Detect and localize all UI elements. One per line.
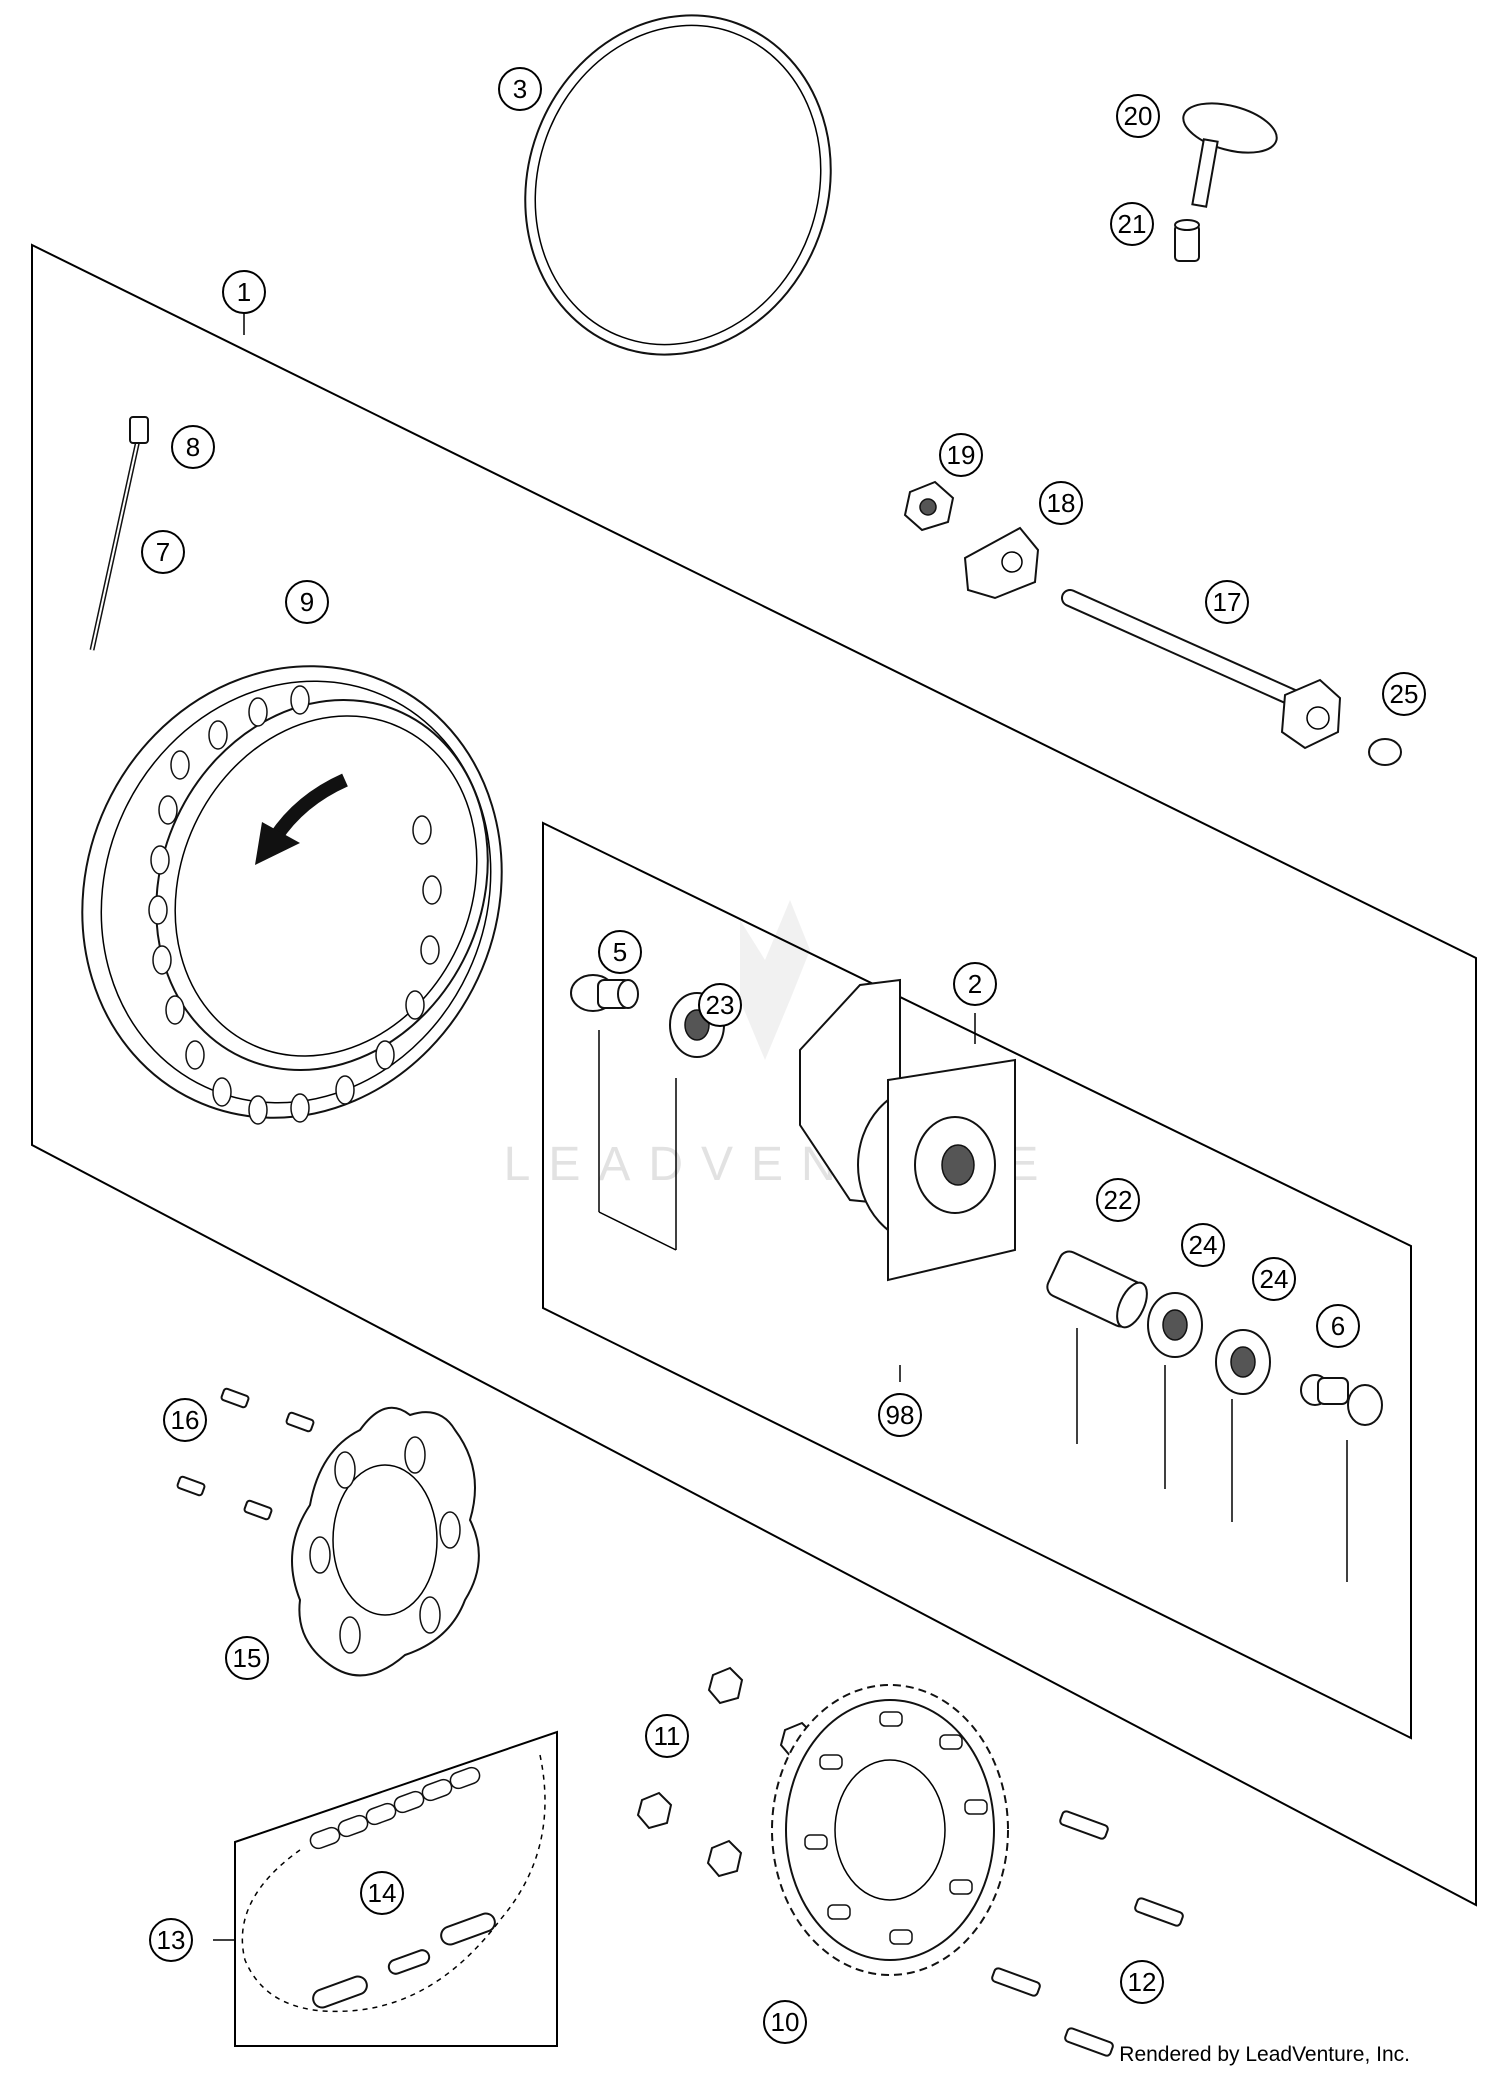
part-chain-adjuster [963,526,1040,600]
svg-text:5: 5 [613,937,627,967]
part-axle-nut [903,480,955,532]
assembly-frame-wheel [31,243,1477,1907]
svg-text:15: 15 [233,1643,262,1673]
callout-15: 15 [225,1636,269,1680]
svg-text:17: 17 [1213,587,1242,617]
callout-20: 20 [1116,94,1160,138]
callout-8: 8 [171,425,215,469]
part-sprocket-bolts [991,1810,1184,2057]
svg-text:18: 18 [1047,488,1076,518]
part-distance-sleeve [1046,1250,1148,1329]
assembly-frame-hub [542,821,1412,1740]
leader-lines [213,313,1348,1941]
callout-5: 5 [598,930,642,974]
svg-text:21: 21 [1118,209,1147,239]
svg-text:16: 16 [171,1405,200,1435]
part-chain-link [312,1912,496,2009]
rotation-arrow-icon [255,773,348,865]
part-bearing-24a [1147,1292,1203,1358]
part-brake-disc [291,1406,480,1677]
svg-text:9: 9 [300,587,314,617]
svg-text:6: 6 [1331,1311,1345,1341]
callout-14: 14 [360,1871,404,1915]
callout-17: 17 [1205,580,1249,624]
part-bearing-24b [1215,1329,1271,1395]
callout-24-a: 24 [1181,1223,1225,1267]
callout-18: 18 [1039,481,1083,525]
callout-16: 16 [163,1398,207,1442]
svg-text:98: 98 [886,1400,915,1430]
svg-text:13: 13 [157,1925,186,1955]
part-spacer-right [1300,1374,1383,1426]
callout-24-b: 24 [1252,1257,1296,1301]
svg-text:19: 19 [947,440,976,470]
callout-7: 7 [141,530,185,574]
svg-text:14: 14 [368,1878,397,1908]
part-spoke [89,416,149,651]
callout-6: 6 [1316,1304,1360,1348]
svg-text:12: 12 [1128,1967,1157,1997]
svg-text:11: 11 [654,1721,681,1751]
callout-3: 3 [498,67,542,111]
part-valve-knob [1182,102,1278,208]
part-rim-tape [524,14,832,356]
callout-23: 23 [698,983,742,1027]
callout-13: 13 [149,1918,193,1962]
svg-text:8: 8 [186,432,200,462]
part-chain [241,1754,546,2013]
svg-text:24: 24 [1189,1230,1218,1260]
callout-25: 25 [1382,672,1426,716]
assembly-frame-chain [234,1730,558,2047]
part-spacer-left [570,974,639,1012]
svg-text:1: 1 [237,277,251,307]
callout-98: 98 [878,1393,922,1437]
part-rim [81,665,503,1125]
callout-11: 11 [645,1714,689,1758]
svg-text:3: 3 [513,74,527,104]
callout-21: 21 [1110,202,1154,246]
svg-text:7: 7 [156,537,170,567]
svg-text:2: 2 [968,969,982,999]
part-axle [1061,589,1342,750]
callout-9: 9 [285,580,329,624]
svg-text:20: 20 [1124,101,1153,131]
part-hub [799,978,1016,1282]
svg-text:10: 10 [771,2007,800,2037]
part-valve-insert [1174,219,1200,262]
callout-19: 19 [939,433,983,477]
callout-1: 1 [222,270,266,314]
svg-text:24: 24 [1260,1264,1289,1294]
render-credit: Rendered by LeadVenture, Inc. [1119,2043,1410,2066]
part-axle-cap [1368,738,1402,766]
watermark-logo [740,900,810,1060]
callout-12: 12 [1120,1960,1164,2004]
svg-text:25: 25 [1390,679,1419,709]
callout-10: 10 [763,2000,807,2044]
svg-text:22: 22 [1104,1185,1133,1215]
callout-2: 2 [953,962,997,1006]
svg-text:23: 23 [706,990,735,1020]
part-disc-bolts [176,1387,315,1521]
part-sprocket [771,1684,1009,1976]
callout-22: 22 [1096,1178,1140,1222]
